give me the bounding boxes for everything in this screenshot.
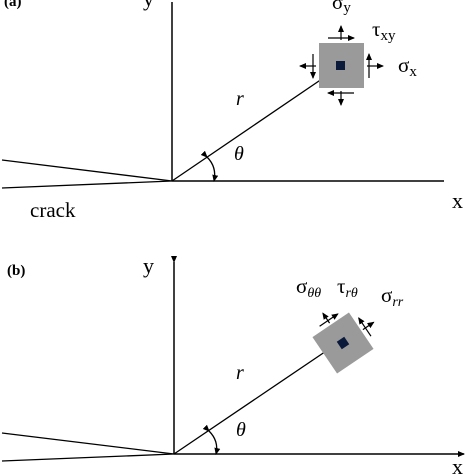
panel-a-sigma-y-label: σy (332, 0, 351, 16)
panel-b-y-axis-label: y (143, 253, 154, 278)
panel-b-tau-arrow-right (358, 317, 372, 337)
panel-b-crack-lower-flank (1, 453, 175, 462)
panel-a-angle-arc (200, 150, 219, 182)
panel-b-tau-r-theta-label: τrθ (337, 274, 358, 301)
panel-b-sigma-rr-label: σrr (381, 283, 404, 310)
panel-b-sigma-r-arrow (362, 321, 375, 331)
panel-a-y-axis-label: y (143, 0, 154, 11)
panel-b-sigma-theta-arrow (322, 312, 331, 324)
panel-b-x-axis-label: x (452, 454, 463, 474)
panel-a-angle-label: θ (234, 143, 244, 165)
panel-b-tau-arrow (319, 313, 339, 327)
panel-b-radius-line (173, 340, 342, 455)
panel-a-crack-label: crack (30, 198, 76, 222)
panel-a-sigma-x-label: σx (398, 53, 417, 80)
panel-b-crack-upper-flank (1, 432, 175, 455)
panel-a-material-point (336, 61, 345, 70)
panel-b: (b) y x r θ σθθ τrθ (1, 253, 465, 474)
panel-b-sigma-theta-label: σθθ (296, 274, 321, 301)
panel-b-label: (b) (7, 263, 25, 279)
panel-a-radius-line (171, 65, 342, 182)
panel-a-crack-lower-flank (1, 180, 173, 189)
panel-a-label: (a) (4, 0, 22, 10)
panel-b-material-point (336, 336, 350, 350)
panel-a-crack-upper-flank (1, 159, 173, 182)
panel-a-x-axis-label: x (452, 188, 463, 213)
panel-b-angle-label: θ (236, 419, 246, 441)
panel-b-radius-label: r (236, 362, 244, 384)
panel-b-stress-element-group (312, 312, 375, 374)
panel-a-radius-label: r (236, 88, 244, 110)
panel-a: (a) y x crack r θ σy τxy (1, 0, 463, 222)
panel-b-angle-arc (202, 424, 221, 455)
panel-a-tau-xy-label: τxy (372, 17, 396, 44)
